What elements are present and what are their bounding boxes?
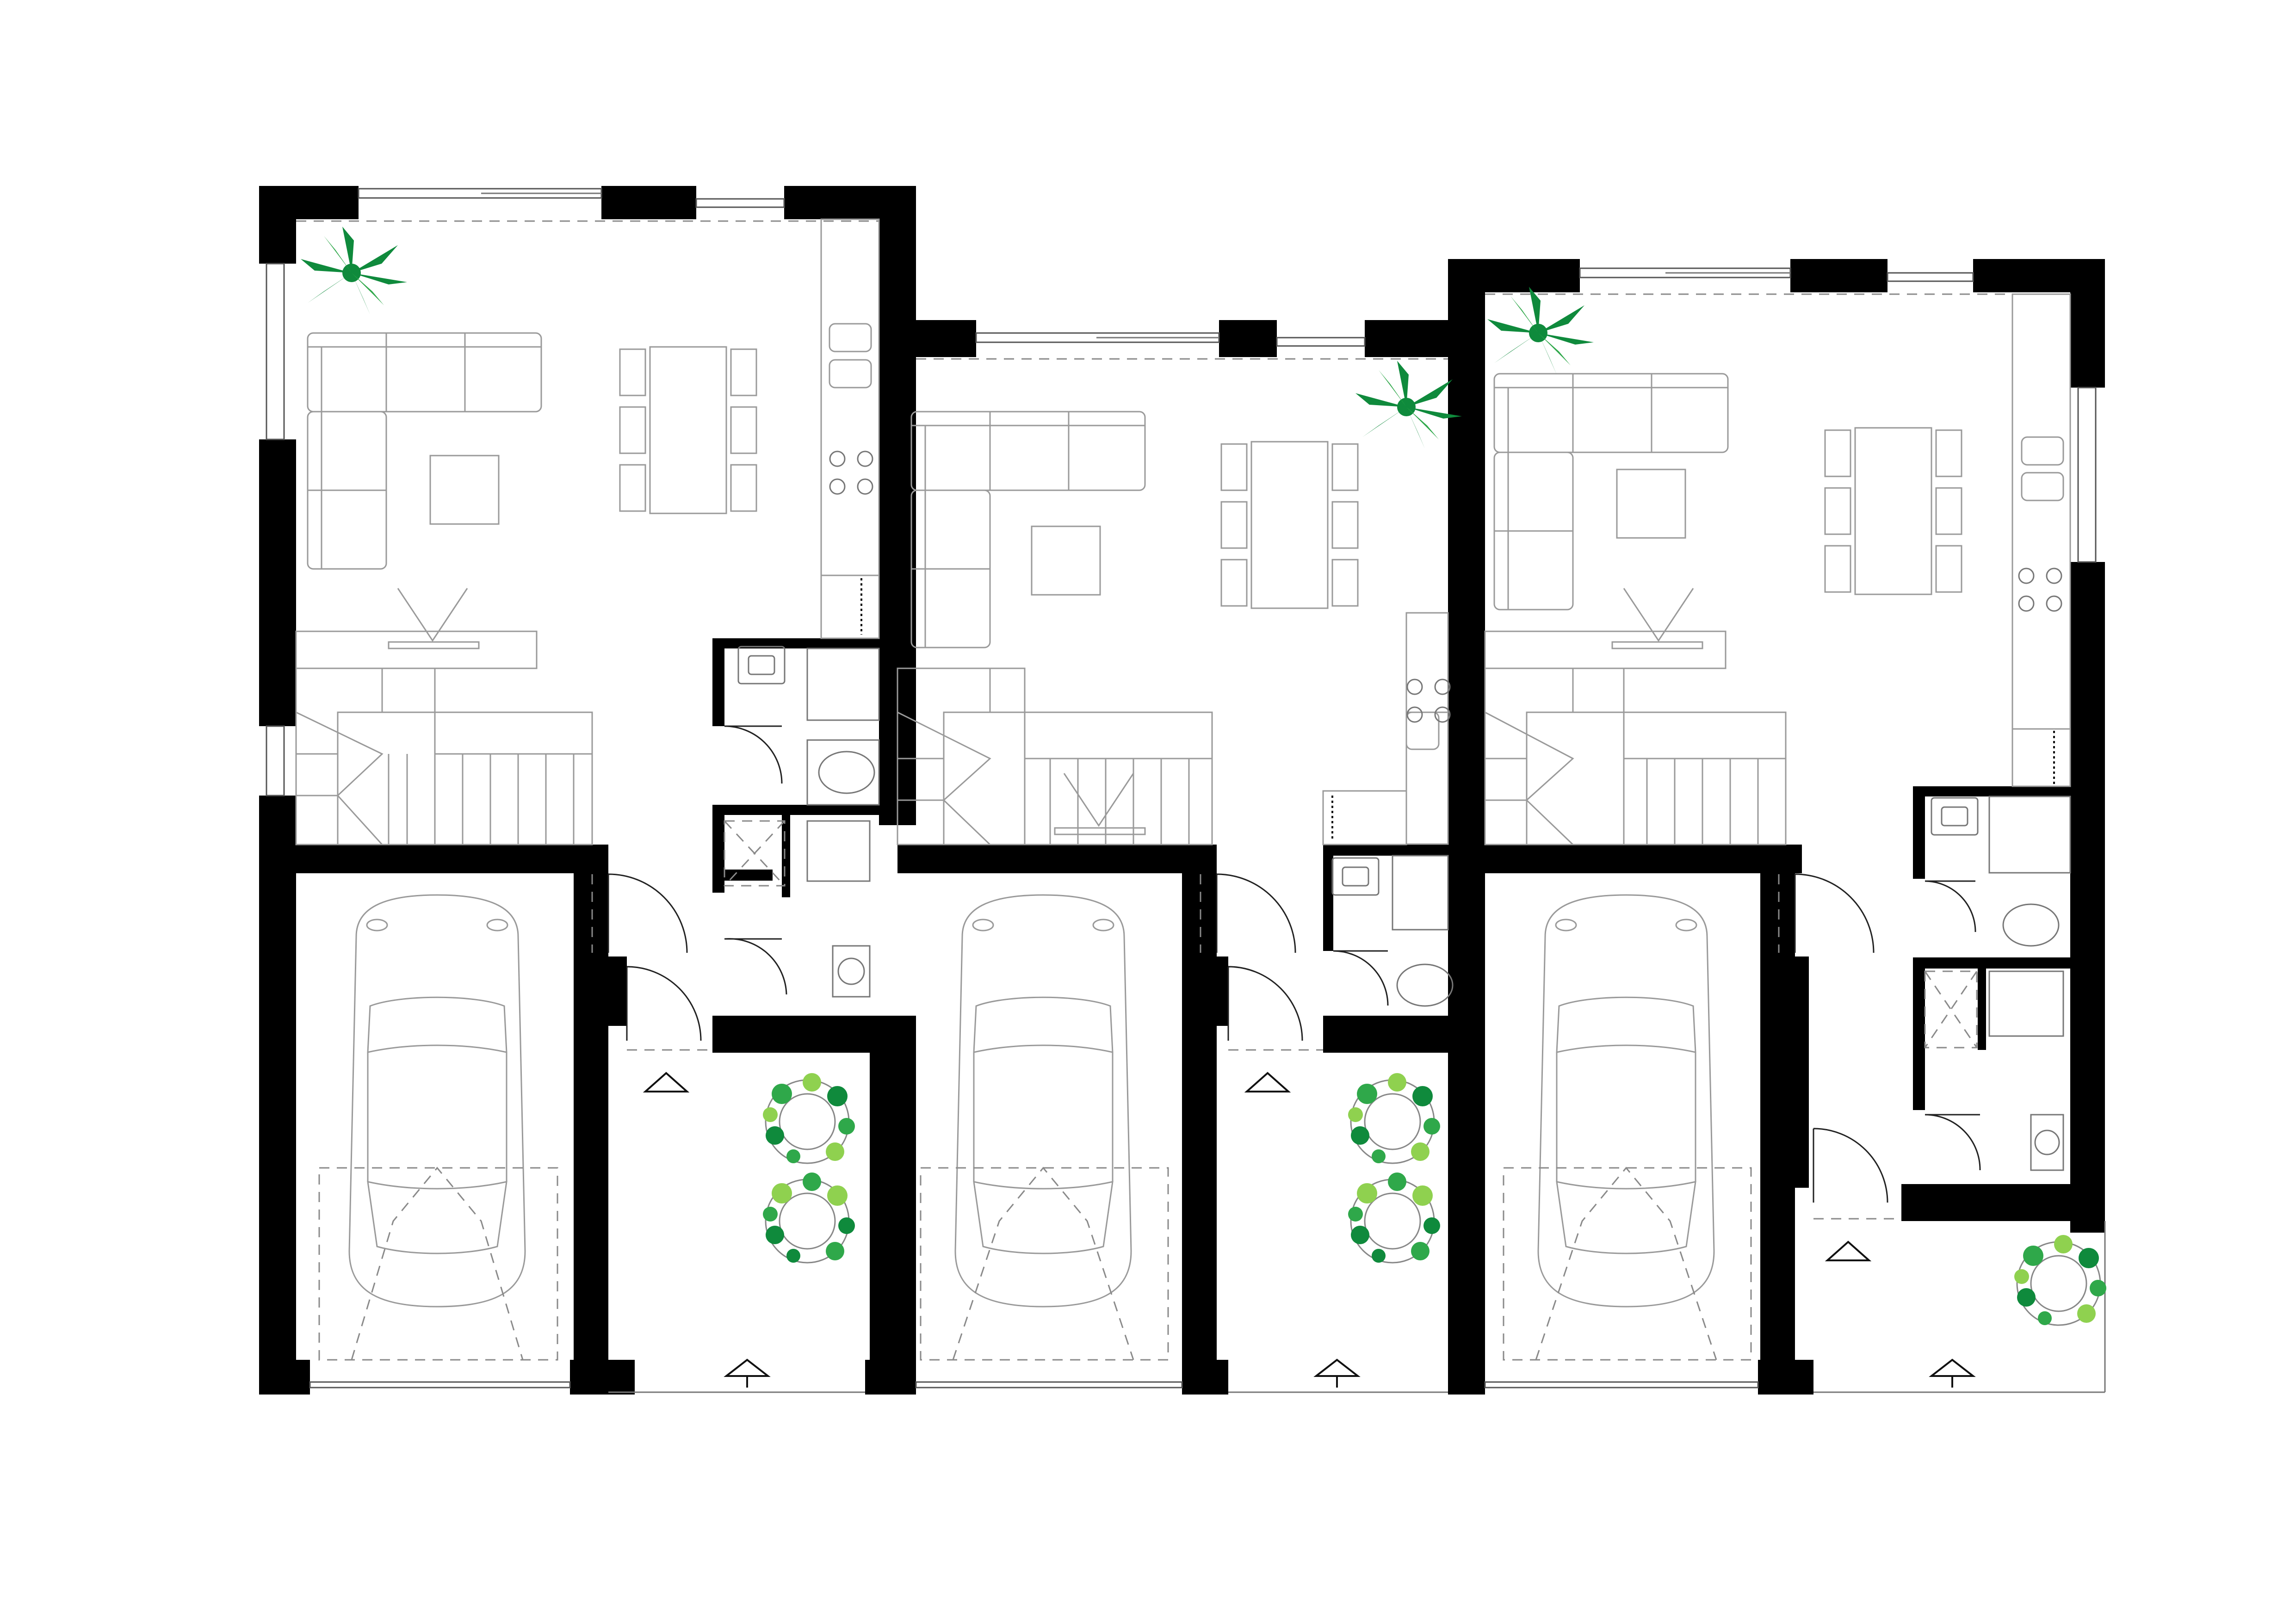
toilet-icon [806, 648, 2071, 1007]
stove-icon [829, 450, 2062, 723]
washing-machine-icon [806, 820, 2064, 1171]
tv-unit [295, 588, 1727, 835]
staircase [295, 667, 1787, 845]
palm-plant-icon [301, 227, 1594, 449]
door-thresholds [591, 874, 1901, 1220]
shrub-icon [763, 1073, 2106, 1326]
kitchen-counters [820, 218, 2071, 845]
shower-icon [724, 820, 1978, 1049]
coffee-table-icon [429, 455, 1686, 596]
dining-table-icon [619, 346, 1962, 609]
door-swings [607, 725, 1981, 1203]
car-icon [348, 894, 1715, 1308]
windows [266, 188, 2106, 1393]
parking-zones [318, 1166, 1752, 1361]
sofa-icon [307, 332, 1729, 648]
window-sill-dashes [296, 220, 2070, 360]
walls [259, 186, 2105, 1395]
entrance-arrow-icon [643, 1072, 1976, 1388]
sink-icon [737, 646, 1979, 896]
